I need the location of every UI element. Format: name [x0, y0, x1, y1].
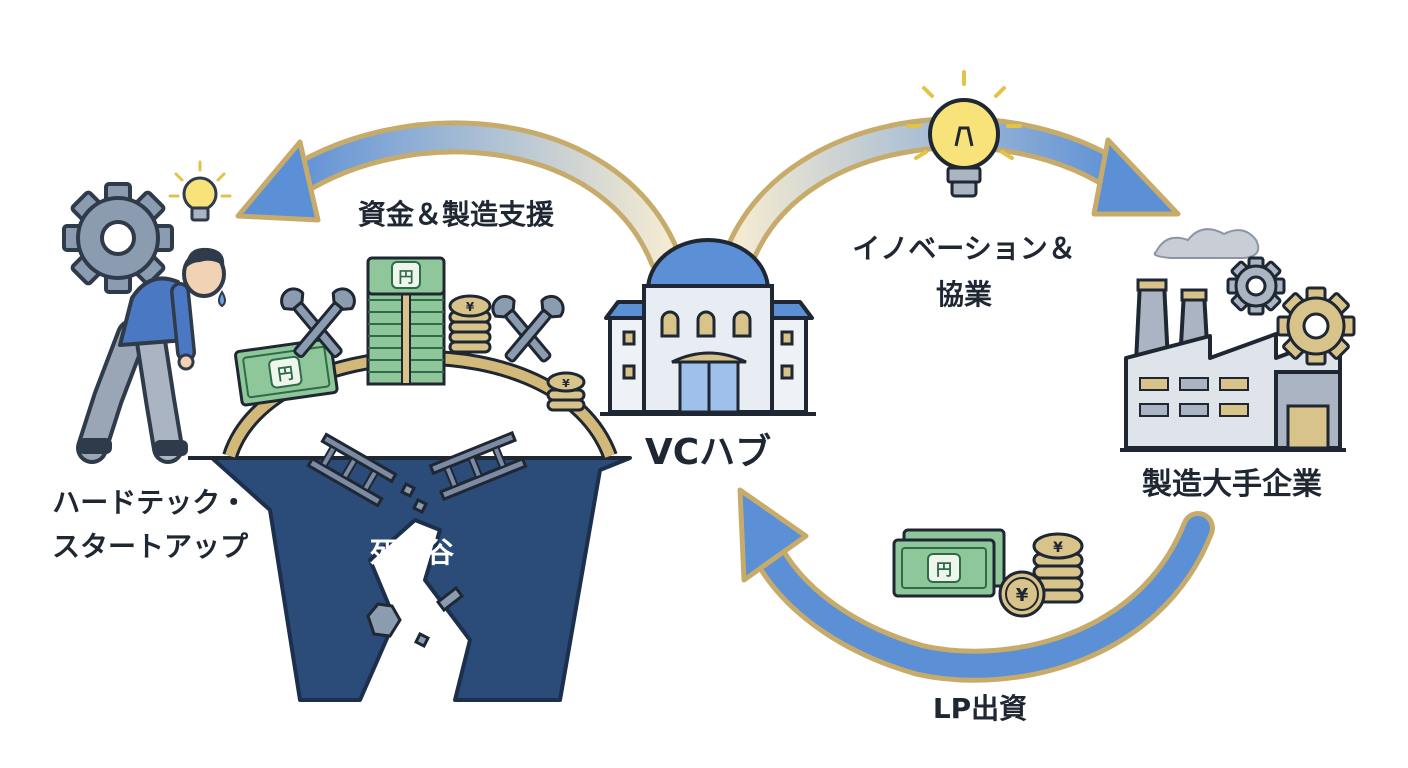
arrow-lp-investment: [737, 487, 1215, 683]
lightbulb-icon: [168, 160, 232, 222]
gear-icon: [62, 182, 174, 294]
banknote-icon: 円: [892, 528, 1006, 598]
banknote-icon: 円: [234, 337, 339, 407]
svg-text:円: 円: [276, 363, 295, 384]
arrow-funding-support: [235, 120, 682, 275]
lp-investment-label: LP出資: [933, 692, 1027, 725]
innovation-label-line-2: 協業: [936, 278, 992, 311]
valley-of-death-label: 死の谷: [370, 536, 455, 569]
wrench-icon: [280, 287, 356, 359]
smoke: [1153, 228, 1260, 259]
coin-icon: ¥: [998, 570, 1046, 618]
startup-label-line-1: ハードテック・: [52, 486, 247, 519]
svg-text:¥: ¥: [1016, 585, 1029, 606]
innovation-label-line-1: イノベーション＆: [852, 232, 1075, 265]
factory-icon: [1120, 228, 1346, 452]
valley-of-death-cliff: [188, 456, 632, 702]
svg-text:¥: ¥: [1053, 540, 1063, 556]
svg-text:¥: ¥: [466, 300, 475, 314]
lightbulb-icon: [906, 70, 1022, 198]
vc-hub-label: VCハブ: [645, 431, 771, 473]
broken-ladder-icon: [428, 430, 528, 502]
svg-text:¥: ¥: [562, 377, 570, 390]
falling-rocks: [366, 481, 465, 649]
banknote-stack-icon: 円: [366, 256, 446, 386]
startup-label-line-2: スタートアップ: [52, 530, 249, 563]
corporate-label: 製造大手企業: [1142, 467, 1322, 502]
svg-text:円: 円: [398, 268, 413, 286]
funding-support-label: 資金＆製造支援: [358, 198, 555, 231]
svg-text:円: 円: [936, 560, 952, 579]
gear-icon: [1226, 256, 1286, 316]
worried-founder-figure: [76, 247, 226, 464]
vc-hub-building-icon: [600, 238, 816, 416]
gear-icon: [1276, 286, 1356, 366]
wrench-icon: [491, 294, 565, 363]
broken-ladder-icon: [306, 432, 398, 508]
coin-stack-icon: ¥: [448, 294, 492, 354]
coin-stack-icon: ¥: [546, 371, 586, 412]
arrow-innovation: [725, 116, 1181, 267]
